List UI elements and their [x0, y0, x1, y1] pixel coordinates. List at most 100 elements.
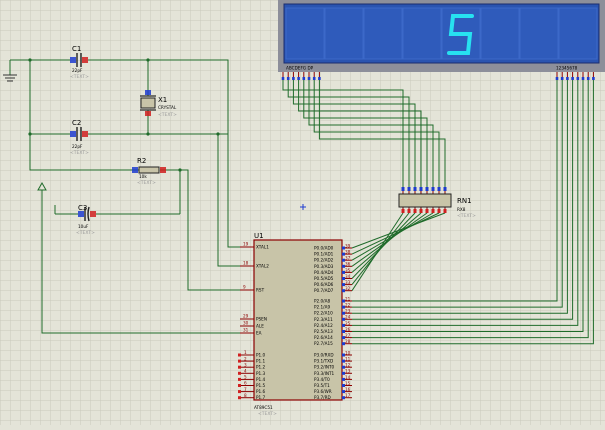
rn1-pin-top[interactable]	[443, 187, 447, 191]
pin-name: RST	[256, 288, 265, 293]
seven-segment-display[interactable]: ABCDEFG DP 12345678	[278, 0, 605, 72]
lit-digit-five	[447, 14, 474, 55]
rn1-pin-bottom[interactable]	[425, 209, 429, 213]
resistor-r2[interactable]: R2 10k <TEXT>	[132, 157, 166, 186]
rn1-pin-top[interactable]	[413, 187, 417, 191]
display-pins	[281, 72, 595, 80]
pin-number: 4	[244, 369, 247, 374]
pin-number: 11	[345, 357, 351, 362]
pin-number: 34	[345, 274, 351, 279]
pin-number: 9	[243, 285, 246, 290]
pin-number: 39	[345, 243, 351, 248]
u1-value: AT89C51	[254, 405, 273, 410]
resistor-network-rn1[interactable]: RN1 RX8 <TEXT>	[398, 187, 476, 219]
rn1-pin-bottom[interactable]	[407, 209, 411, 213]
rn1-pin-top[interactable]	[401, 187, 405, 191]
pin-number: 10	[345, 350, 351, 355]
r2-value: 10k	[139, 174, 147, 179]
pin-name: P2.6/A14	[314, 335, 333, 340]
rn1-pin-top[interactable]	[407, 187, 411, 191]
rn1-text: <TEXT>	[457, 213, 476, 219]
pin-name: P1.6	[256, 389, 266, 394]
pin-name: P0.0/AD0	[314, 246, 334, 251]
rn1-pin-top[interactable]	[419, 187, 423, 191]
pin-name: P1.2	[256, 365, 266, 370]
digit-cell-1	[285, 7, 325, 60]
microcontroller-u1[interactable]: U1 AT89C51 <TEXT> 19XTAL118XTAL29RST29PS…	[238, 232, 352, 417]
pin-number: 3	[244, 362, 247, 367]
rn1-pin-bottom[interactable]	[437, 209, 441, 213]
pin-name: P1.7	[256, 395, 266, 400]
c1-ref: C1	[72, 45, 81, 53]
power-terminal[interactable]	[37, 181, 47, 191]
rn1-pin-bottom[interactable]	[401, 209, 405, 213]
pin-number: 30	[243, 321, 249, 326]
pin-number: 27	[345, 333, 351, 338]
c3-text: <TEXT>	[76, 230, 95, 236]
pin-name: P3.5/T1	[314, 383, 330, 388]
pin-number: 13	[345, 369, 351, 374]
capacitor-c1[interactable]: C1 22pF <TEXT>	[70, 45, 89, 80]
u1-pin-p2-2[interactable]: 23 P2.2/A10	[314, 309, 352, 316]
pin-number: 22	[345, 303, 351, 308]
pin-name: P1.1	[256, 359, 266, 364]
pin-number: 5	[244, 375, 247, 380]
rn1-pin-top[interactable]	[431, 187, 435, 191]
rn1-pin-bottom[interactable]	[419, 209, 423, 213]
pin-number: 14	[345, 375, 351, 380]
rn1-pin-bottom[interactable]	[431, 209, 435, 213]
capacitor-c3[interactable]: C3 10uF <TEXT>	[76, 204, 96, 236]
crystal-x1[interactable]: X1 CRYSTAL <TEXT>	[140, 90, 177, 118]
rn1-pin-top[interactable]	[425, 187, 429, 191]
pin-name: P0.6/AD6	[314, 282, 334, 287]
c3-value: 10uF	[78, 224, 89, 229]
rn1-pin-top[interactable]	[437, 187, 441, 191]
u1-pin-p2-6[interactable]: 27 P2.6/A14	[314, 333, 352, 340]
capacitor-c2[interactable]: C2 22pF <TEXT>	[70, 119, 89, 156]
pin-name: P2.2/A10	[314, 311, 333, 316]
pin-number: 23	[345, 309, 351, 314]
rn1-pin-bottom[interactable]	[443, 209, 447, 213]
r2-ref: R2	[137, 157, 146, 165]
pin-name: P3.0/RXD	[314, 353, 334, 358]
rn1-pin-bottom[interactable]	[413, 209, 417, 213]
